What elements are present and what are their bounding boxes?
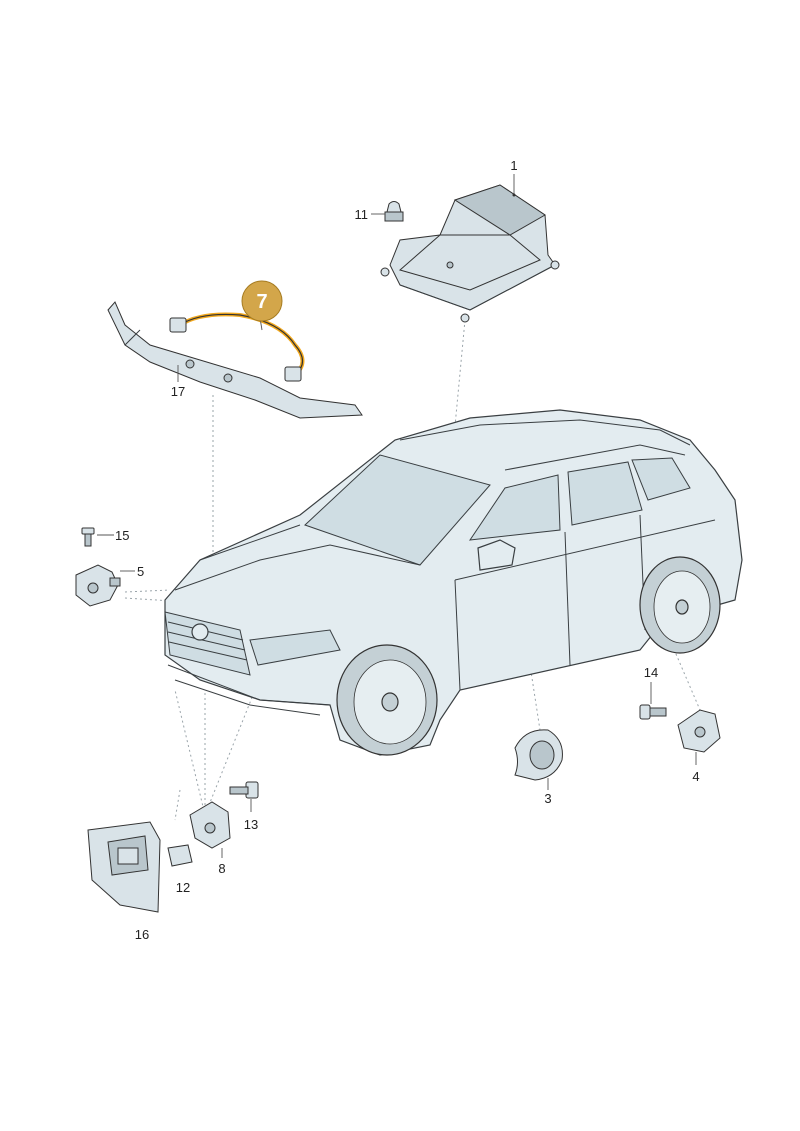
- car-grille: [164, 611, 251, 676]
- car-front-window: [468, 474, 561, 541]
- part-4-sensor: [677, 709, 721, 753]
- callout-3: 3: [544, 778, 552, 806]
- callout-1: 1: [510, 158, 518, 197]
- part-16-bracket: [87, 821, 161, 913]
- car-headlight: [249, 629, 341, 666]
- harness-connector-left: [169, 317, 187, 333]
- callout-14: 14: [644, 665, 658, 704]
- vehicle-illustration: [164, 409, 743, 756]
- callout-11: 11: [355, 207, 385, 222]
- car-mirror: [477, 539, 516, 571]
- highlight-badge-circle: [241, 280, 283, 322]
- callout-11-label: 11: [355, 207, 369, 222]
- part-17-bumper-carrier: [107, 301, 363, 419]
- part-12-clip: [167, 844, 193, 867]
- callout-17-label: 17: [171, 384, 185, 399]
- callout-13: 13: [244, 799, 258, 832]
- callout-4-label: 4: [692, 769, 699, 784]
- callout-5-label: 5: [137, 564, 144, 579]
- part-11-nut: [384, 201, 404, 222]
- part-3-sensor: [514, 729, 563, 781]
- car-rear-window: [567, 461, 643, 526]
- callout-8: 8: [218, 848, 226, 876]
- callout-5: 5: [120, 564, 144, 579]
- callout-4: 4: [692, 752, 700, 784]
- callout-3-label: 3: [544, 791, 551, 806]
- callout-12-label: 12: [176, 880, 190, 895]
- part-7-wiring-harness: [169, 312, 305, 382]
- part-14-bolt: [639, 704, 667, 720]
- callout-17: 17: [171, 365, 185, 399]
- part-1-control-unit: [380, 184, 560, 323]
- car-windshield: [304, 454, 491, 566]
- callout-14-label: 14: [644, 665, 658, 680]
- callout-16: 16: [135, 927, 149, 942]
- part-8-sensor: [189, 801, 231, 849]
- callout-13-label: 13: [244, 817, 258, 832]
- callout-8-label: 8: [218, 861, 225, 876]
- callout-12: 12: [176, 880, 190, 895]
- callout-1-label: 1: [510, 158, 517, 173]
- callout-16-label: 16: [135, 927, 149, 942]
- part-13-bolt: [229, 781, 259, 799]
- part-15-bolt: [81, 527, 95, 547]
- callout-15-label: 15: [115, 528, 129, 543]
- highlight-badge-label: 7: [256, 291, 267, 313]
- callout-15: 15: [97, 528, 129, 543]
- harness-connector-right: [284, 366, 302, 382]
- car-quarter-window: [631, 457, 691, 501]
- part-5-sensor: [75, 564, 121, 607]
- highlight-badge-7: 7: [241, 280, 283, 331]
